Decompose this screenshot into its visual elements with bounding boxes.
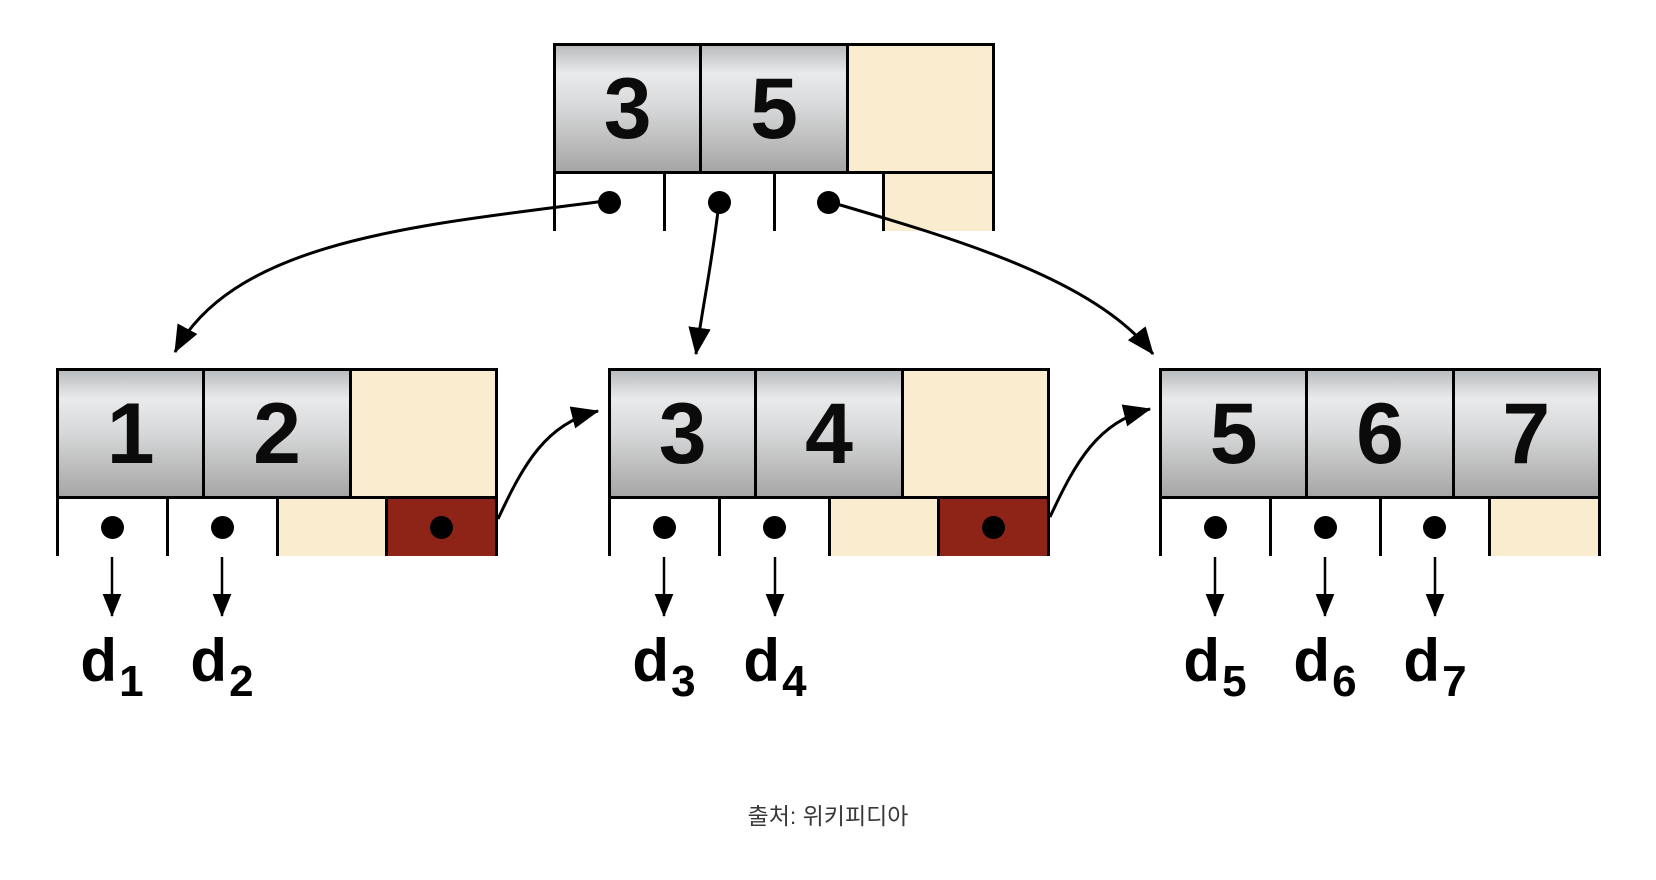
pointer-bullet-icon (100, 516, 124, 539)
root-pointer-row (556, 171, 992, 231)
key-value: 1 (106, 385, 155, 482)
root-key-row: 3 5 (556, 46, 992, 171)
root-pointer-cell-2 (662, 174, 773, 231)
pointer-bullet-icon (652, 516, 676, 539)
leaf3-key-cell-2: 6 (1305, 371, 1452, 496)
next-link-bullet-icon (982, 516, 1006, 539)
key-value: 7 (1502, 385, 1551, 482)
leaf2-key-cell-1: 3 (611, 371, 755, 496)
pointer-bullet-icon (707, 191, 731, 214)
pointer-bullet-icon (1423, 516, 1447, 539)
key-value: 5 (750, 60, 798, 157)
pointer-bullet-icon (1203, 516, 1227, 539)
root-pointer-cell-empty (882, 174, 992, 231)
leaf3-pointer-cell-empty (1488, 499, 1598, 556)
next-link-bullet-icon (430, 516, 454, 539)
leaf3-key-row: 5 6 7 (1162, 371, 1598, 496)
leaf3-pointer-cell-3 (1378, 499, 1489, 556)
leaf2-pointer-cell-1 (611, 499, 718, 556)
leaf2-pointer-cell-empty (827, 499, 938, 556)
leaf1-to-leaf2-sibling-arrow (496, 406, 600, 520)
data-label-d2: d2 (190, 627, 254, 706)
data-label-d3: d3 (632, 627, 696, 706)
key-value: 2 (253, 385, 301, 482)
data-label-d1: d1 (80, 627, 144, 706)
leaf1-next-link-cell (385, 499, 495, 556)
subscript: 5 (1222, 657, 1247, 706)
root-key-cell-2: 5 (699, 46, 846, 171)
pointer-bullet-icon (597, 191, 621, 214)
key-value: 3 (658, 385, 707, 482)
leaf2-key-cell-2: 4 (754, 371, 901, 496)
leaf3-pointer-row (1162, 496, 1598, 556)
leaf2-next-link-cell (937, 499, 1047, 556)
subscript: 2 (229, 657, 254, 706)
leaf-node-3: 5 6 7 (1159, 368, 1601, 556)
leaf3-pointer-cell-1 (1162, 499, 1269, 556)
source-caption: 출처: 위키피디아 (747, 803, 909, 829)
leaf1-pointer-cell-2 (165, 499, 276, 556)
leaf2-key-cell-empty (900, 371, 1047, 496)
pointer-bullet-icon (817, 191, 841, 214)
pointer-bullet-icon (1313, 516, 1337, 539)
leaf3-key-cell-3: 7 (1451, 371, 1598, 496)
leaf2-key-row: 3 4 (611, 371, 1047, 496)
leaf2-to-leaf3-sibling-arrow (1048, 404, 1152, 518)
subscript: 6 (1332, 657, 1357, 706)
leaf2-pointer-row (611, 496, 1047, 556)
data-label-d6: d6 (1293, 627, 1357, 706)
data-label-d4: d4 (743, 627, 807, 706)
leaf1-key-cell-2: 2 (202, 371, 349, 496)
subscript: 1 (119, 657, 144, 706)
root-to-leaf1-arrow (173, 199, 606, 354)
pointer-bullet-icon (210, 516, 234, 539)
key-value: 4 (805, 385, 853, 482)
root-pointer-cell-1 (556, 174, 663, 231)
leaf-node-2: 3 4 (608, 368, 1050, 556)
root-key-cell-1: 3 (556, 46, 700, 171)
leaf1-key-cell-empty (348, 371, 495, 496)
pointer-bullet-icon (762, 516, 786, 539)
data-label-d7: d7 (1403, 627, 1467, 706)
leaf1-pointer-cell-1 (59, 499, 166, 556)
leaf2-pointer-cell-2 (717, 499, 828, 556)
leaf1-key-cell-1: 1 (59, 371, 203, 496)
leaf3-key-cell-1: 5 (1162, 371, 1306, 496)
root-node: 3 5 (553, 43, 995, 231)
leaf-node-1: 1 2 (56, 368, 498, 556)
key-value: 6 (1356, 385, 1404, 482)
leaf1-key-row: 1 2 (59, 371, 495, 496)
leaf1-pointer-cell-empty (275, 499, 386, 556)
root-key-cell-empty (845, 46, 992, 171)
leaf1-pointer-row (59, 496, 495, 556)
key-value: 3 (603, 60, 652, 157)
root-pointer-cell-3 (772, 174, 883, 231)
data-label-d5: d5 (1183, 627, 1247, 706)
subscript: 3 (671, 657, 696, 706)
subscript: 4 (782, 657, 807, 706)
key-value: 5 (1209, 385, 1258, 482)
subscript: 7 (1442, 657, 1467, 706)
leaf3-pointer-cell-2 (1268, 499, 1379, 556)
